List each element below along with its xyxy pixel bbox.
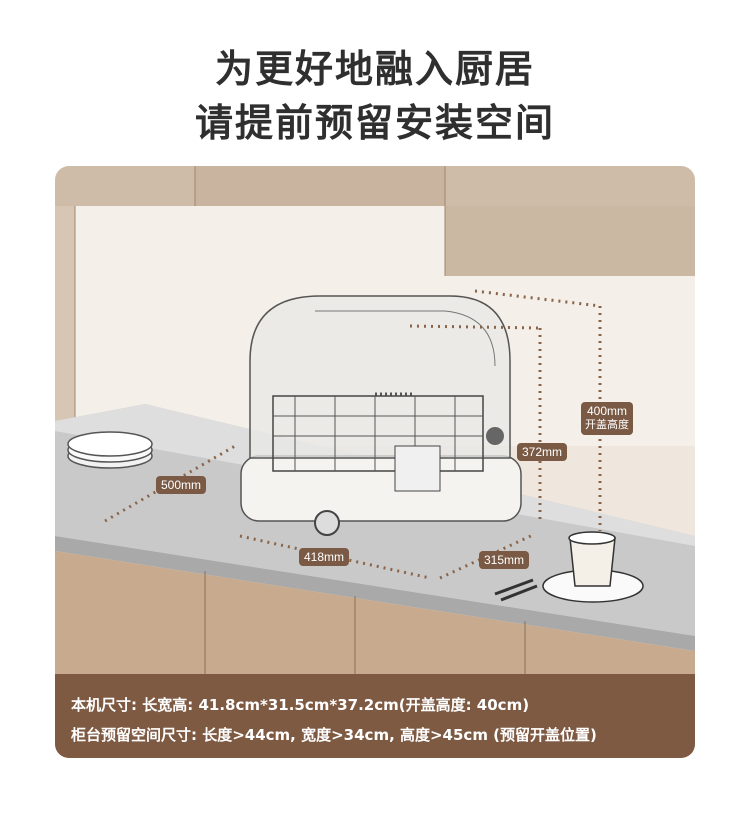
dimension-height-open-label: 400mm 开盖高度 <box>581 402 633 435</box>
kitchen-scene-illustration <box>55 166 695 758</box>
product-scene-card: 400mm 开盖高度 372mm 500mm 418mm 315mm 本机尺寸:… <box>55 166 695 758</box>
tongs-icon <box>494 578 538 602</box>
cabinet-space-text: 柜台预留空间尺寸: 长度>44cm, 宽度>34cm, 高度>45cm (预留开… <box>71 726 597 744</box>
height-open-value: 400mm <box>586 404 627 418</box>
dimension-height-label: 372mm <box>517 443 568 461</box>
headline-line-2: 请提前预留安装空间 <box>194 101 555 145</box>
spec-panel: 本机尺寸: 长宽高: 41.8cm*31.5cm*37.2cm(开盖高度: 40… <box>55 674 695 758</box>
dimension-depth-cabinet-label: 500mm <box>156 476 207 494</box>
dish-rack-illustration <box>240 295 522 536</box>
machine-size-text: 本机尺寸: 长宽高: 41.8cm*31.5cm*37.2cm(开盖高度: 40… <box>71 696 530 714</box>
cup-on-saucer-icon <box>542 531 644 603</box>
dimension-width-label: 418mm <box>299 548 350 566</box>
plate-stack-icon <box>67 431 153 469</box>
headline-line-1: 为更好地融入厨居 <box>214 47 535 91</box>
dimension-depth-label: 315mm <box>479 551 530 569</box>
height-open-caption: 开盖高度 <box>585 419 629 431</box>
